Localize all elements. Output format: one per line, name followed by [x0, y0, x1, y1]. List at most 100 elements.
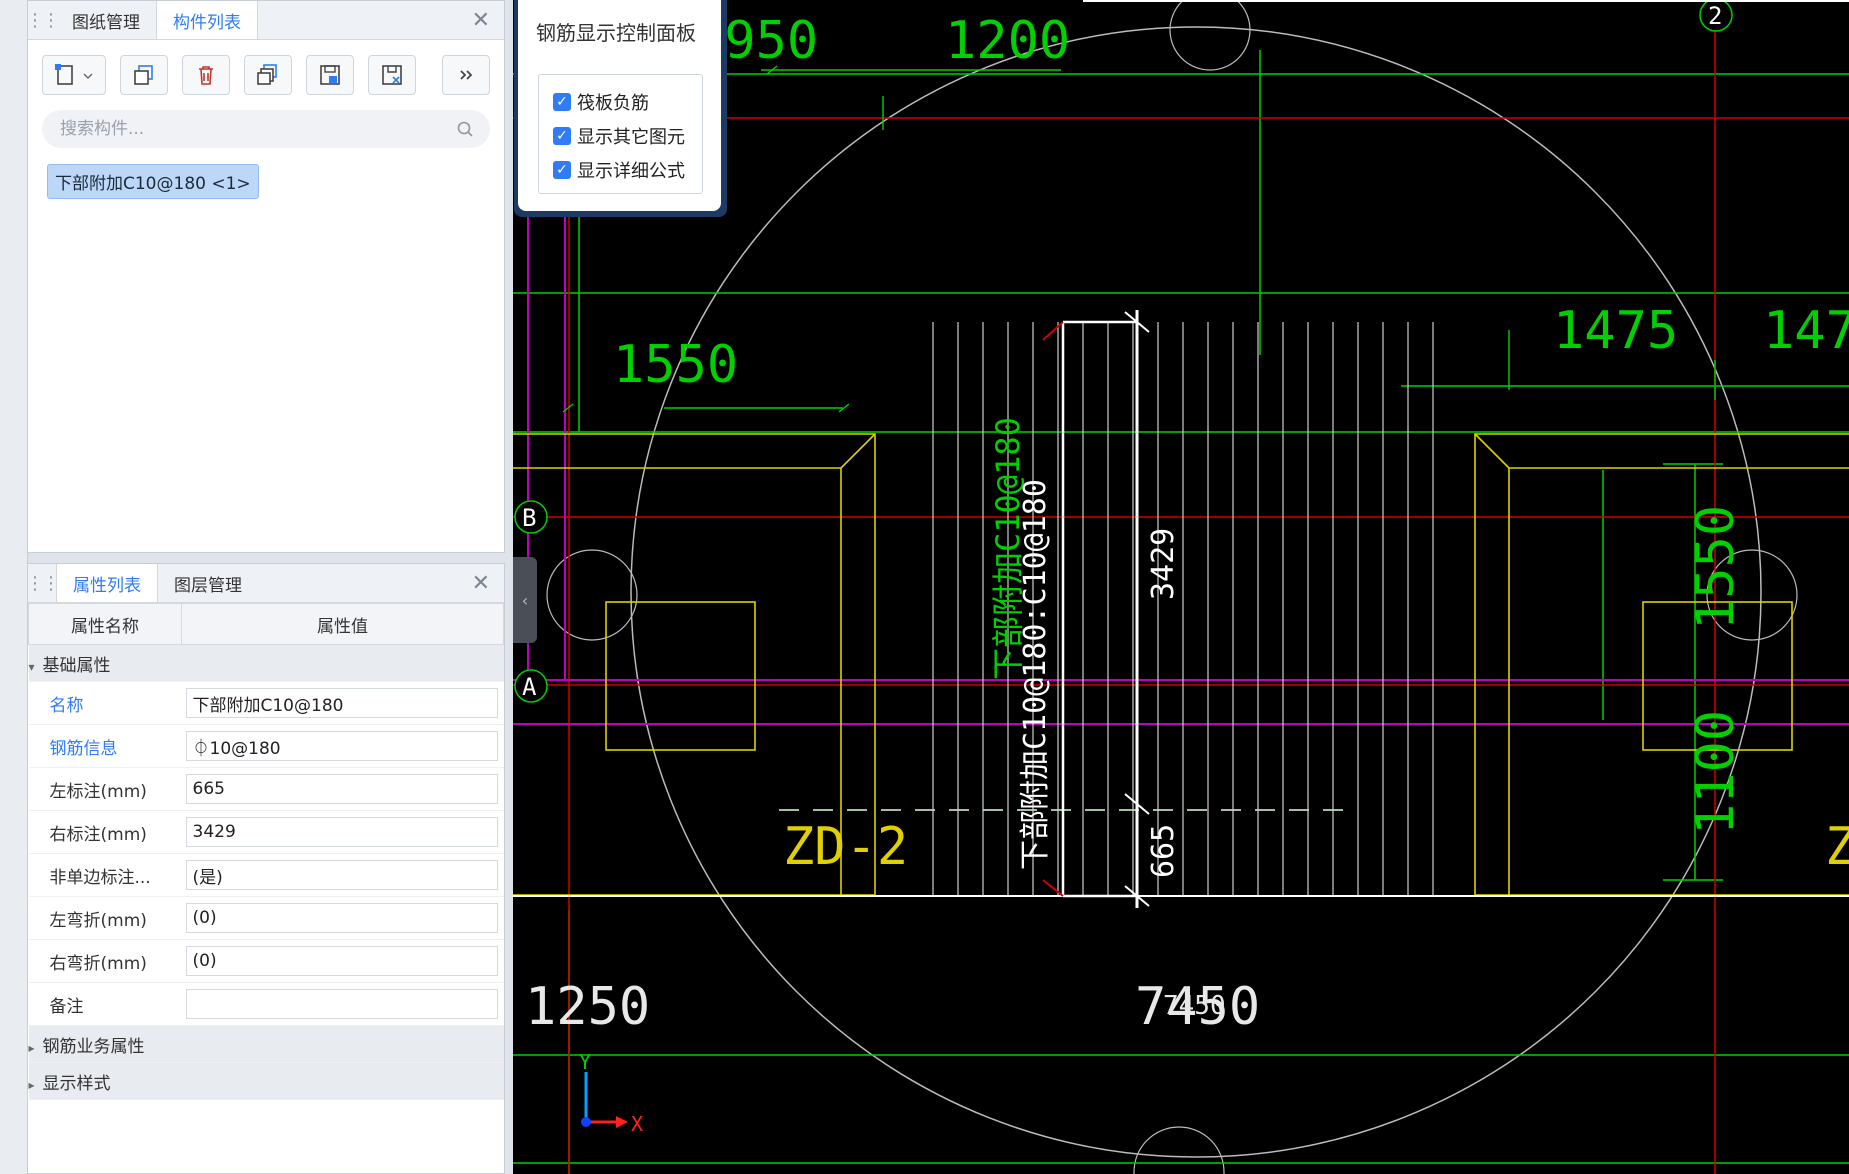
new-file-icon — [55, 64, 93, 85]
group-display-style[interactable]: ▸ 显示样式 — [28, 1062, 504, 1100]
group-basic-properties[interactable]: ▾ 基础属性 — [28, 644, 504, 682]
table-row: 左标注(mm)665 — [28, 767, 504, 811]
copy-component-button[interactable] — [120, 55, 168, 95]
checkbox-checked-icon[interactable]: ✓ — [553, 93, 571, 111]
option-label: 筏板负筋 — [577, 93, 649, 114]
dim-3429: 3429 — [1146, 528, 1181, 600]
search-input[interactable] — [58, 118, 456, 140]
small-circle — [1133, 1126, 1225, 1174]
control-panel-title: 钢筋显示控制面板 — [536, 21, 696, 45]
control-panel-body: 钢筋显示控制面板 ✓ 筏板负筋 ✓ 显示其它图元 ✓ 显示详细公式 — [518, 0, 721, 211]
group-rebar-business[interactable]: ▸ 钢筋业务属性 — [28, 1025, 504, 1063]
dim-1550: 1550 — [613, 335, 738, 395]
svg-text:B: B — [522, 504, 536, 532]
layers-copy-icon — [257, 64, 277, 85]
option-show-other-elements[interactable]: ✓ 显示其它图元 — [553, 123, 685, 149]
new-component-button[interactable] — [42, 55, 106, 95]
option-label: 显示详细公式 — [577, 161, 685, 182]
checkbox-checked-icon[interactable]: ✓ — [553, 161, 571, 179]
collapse-panel-button[interactable]: ‹ — [513, 557, 537, 643]
small-circle — [546, 549, 638, 641]
extract-component-button[interactable] — [368, 55, 416, 95]
tab-layer-management[interactable]: 图层管理 — [174, 575, 242, 596]
column-labels: ZD-2 ZI — [783, 817, 1849, 877]
drag-grip-icon[interactable]: ⋮⋮ — [26, 572, 60, 594]
svg-text:Y: Y — [579, 1050, 591, 1074]
property-panel-tabbar: ⋮⋮ 属性列表 图层管理 ✕ — [26, 564, 504, 603]
cad-drawing[interactable]: 2950 1200 1550 1475 147 1550 1100 1250 7… — [513, 0, 1849, 1174]
property-value-rebar-info[interactable]: ⏀10@180 — [185, 731, 498, 761]
ucs-axis-icon: X Y — [579, 1050, 643, 1136]
component-toolbar — [28, 40, 504, 110]
dim-7450: 7450 — [1135, 977, 1260, 1037]
tab-drawing-management[interactable]: 图纸管理 — [72, 12, 140, 33]
group-label: 显示样式 — [42, 1073, 111, 1094]
property-value-right-bend[interactable]: (0) — [185, 946, 498, 976]
axis-bubble-b: B — [514, 500, 548, 534]
green-grid-lines — [513, 50, 1849, 1174]
checkbox-checked-icon[interactable]: ✓ — [553, 127, 571, 145]
property-name: 非单边标注... — [28, 853, 182, 897]
property-value-name[interactable]: 下部附加C10@180 — [185, 688, 498, 718]
rebar-label: 下部附加C10@180:C10@180 — [1018, 479, 1053, 870]
group-label: 钢筋业务属性 — [42, 1036, 145, 1057]
close-icon[interactable]: ✕ — [471, 571, 490, 596]
close-icon[interactable]: ✕ — [471, 8, 490, 33]
property-value-left-bend[interactable]: (0) — [185, 903, 498, 933]
copy-to-floor-button[interactable] — [244, 55, 292, 95]
option-label: 显示其它图元 — [577, 127, 685, 148]
property-name: 左弯折(mm) — [28, 896, 182, 940]
dim-1475: 1475 — [1553, 301, 1678, 361]
collapse-triangle-icon[interactable]: ▾ — [28, 659, 35, 674]
property-value-right-dim[interactable]: 3429 — [185, 817, 498, 847]
property-value-non-single[interactable]: (是) — [185, 860, 498, 890]
save-library-button[interactable] — [306, 55, 354, 95]
cad-viewport[interactable]: 2950 1200 1550 1475 147 1550 1100 1250 7… — [513, 0, 1849, 1174]
property-table: 属性名称 属性值 ▾基础属性 名称下部附加C10@180 钢筋信息⏀10@180… — [28, 603, 504, 1100]
small-circle — [1706, 549, 1798, 641]
dimension-lines — [562, 65, 1716, 413]
property-name: 左标注(mm) — [28, 767, 182, 811]
small-circle — [1169, 0, 1251, 71]
copy-icon — [134, 65, 153, 85]
double-chevron-right-icon — [460, 70, 473, 80]
dimension-labels: 2950 1200 1550 1475 147 1550 1100 — [613, 11, 1849, 835]
dim-1200: 1200 — [945, 11, 1070, 71]
dim-7450-overlay: 7450 — [1163, 991, 1226, 1021]
component-list-item[interactable]: 下部附加C10@180 <1> — [47, 164, 259, 199]
chevron-left-icon: ‹ — [521, 590, 529, 610]
property-value-remark[interactable] — [185, 989, 498, 1019]
expand-triangle-icon[interactable]: ▸ — [28, 1040, 35, 1055]
component-search[interactable] — [42, 110, 490, 148]
table-row: 右弯折(mm)(0) — [28, 939, 504, 983]
group-label: 基础属性 — [42, 655, 111, 676]
search-icon[interactable] — [456, 120, 474, 138]
tab-component-list[interactable]: 构件列表 — [156, 1, 258, 39]
svg-text:A: A — [522, 673, 537, 701]
drag-grip-icon[interactable]: ⋮⋮ — [26, 9, 60, 31]
dim-1250: 1250 — [525, 977, 650, 1037]
rebar-lines — [932, 322, 1434, 895]
table-row: 非单边标注...(是) — [28, 853, 504, 897]
label-zd-2: ZD-2 — [783, 817, 908, 877]
table-row: 钢筋信息⏀10@180 — [28, 724, 504, 768]
save-icon — [320, 65, 340, 85]
column-outlines — [513, 433, 1849, 896]
option-raft-negative-rebar[interactable]: ✓ 筏板负筋 — [553, 89, 649, 115]
green-rebar-label: 下部附加C10@180 — [989, 417, 1027, 680]
table-row: 备注 — [28, 982, 504, 1026]
dim-1100-vertical: 1100 — [1686, 710, 1746, 835]
column-header-value: 属性值 — [181, 603, 504, 645]
delete-component-button[interactable] — [182, 55, 230, 95]
expand-triangle-icon[interactable]: ▸ — [28, 1077, 35, 1092]
dim-665: 665 — [1146, 824, 1181, 878]
extract-icon — [382, 65, 402, 85]
property-name: 右弯折(mm) — [28, 939, 182, 983]
option-show-detailed-formula[interactable]: ✓ 显示详细公式 — [553, 157, 685, 183]
more-tools-button[interactable] — [442, 55, 490, 95]
table-row: 名称下部附加C10@180 — [28, 681, 504, 725]
selected-rebar[interactable] — [1042, 310, 1150, 908]
property-value-left-dim[interactable]: 665 — [185, 774, 498, 804]
component-panel-tabbar: ⋮⋮ 图纸管理 构件列表 ✕ — [26, 1, 504, 40]
tab-property-list[interactable]: 属性列表 — [56, 564, 158, 602]
